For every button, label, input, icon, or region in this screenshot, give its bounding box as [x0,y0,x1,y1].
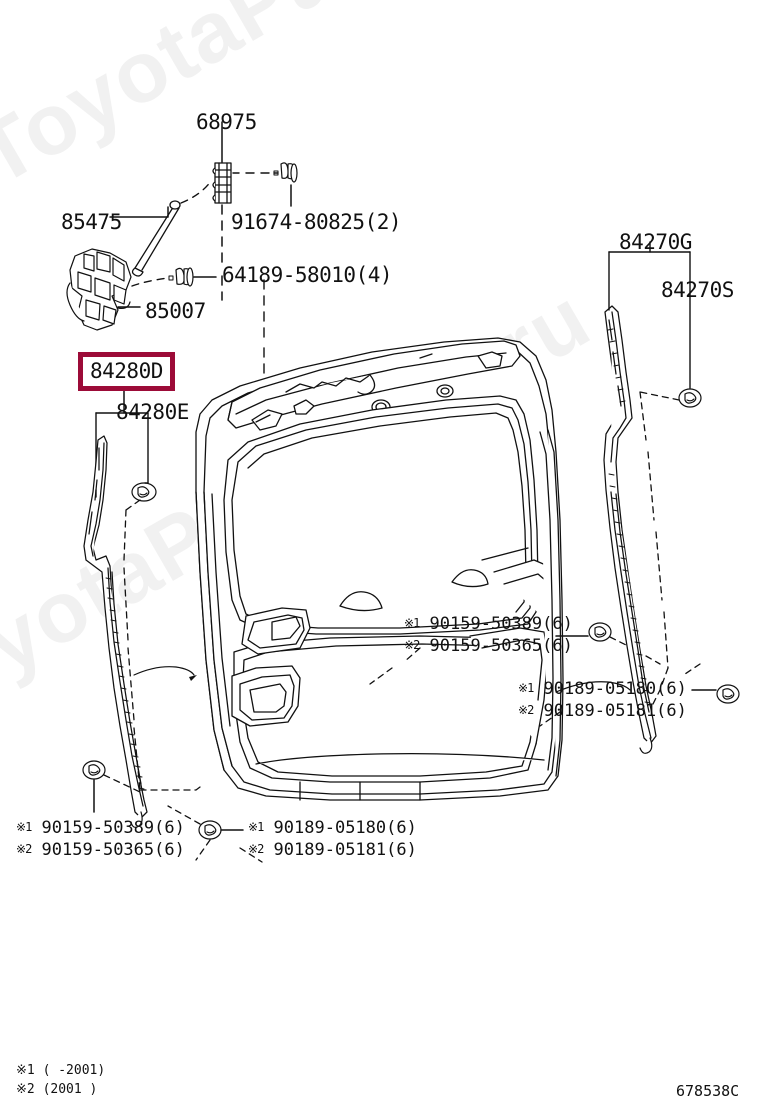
group-right-90189-line-2: ※2 90189-05181(6) [518,701,687,723]
group-center-90159-line-1: ※1 90159-50389(6) [404,614,573,636]
part-84270S-grommet [678,388,702,408]
legend-mark-2: ※2 [16,1081,35,1097]
legend-range: ( -2001) [42,1063,106,1078]
group-right-90189: ※1 90189-05180(6) ※2 90189-05181(6) [518,679,687,723]
dash-strut-to-hinge [180,180,212,204]
part-number: 90189-05180(6) [273,818,417,838]
part-84270-right-weatherstrip [603,305,657,754]
legend-mark-1: ※1 [16,1063,35,1078]
grommet-bottom-left [82,760,106,780]
label-84270G: 84270G [619,230,692,254]
part-84280E-grommet [131,482,157,502]
label-84280E: 84280E [116,400,189,424]
part-64189-bolt [168,267,194,287]
legend-range: (2001 ) [42,1081,98,1097]
label-85475: 85475 [61,210,122,234]
diagram-code: 678538C [676,1082,740,1100]
group-right-90189-line-1: ※1 90189-05180(6) [518,679,687,701]
part-68975-hinge [212,162,232,204]
dash-84270-run [639,391,669,669]
label-85007: 85007 [145,299,206,323]
grommet-bottom-center [198,820,222,840]
part-number: 90189-05180(6) [543,679,687,699]
grommet-right-90189 [716,684,740,704]
grommet-center-right [588,622,612,642]
mark-2: ※2 [16,841,32,856]
highlighted-part-84280D[interactable]: 84280D [78,352,175,391]
legend-footnotes: ※1 ( -2001) ※2 (2001 ) [16,1062,105,1100]
mark-1: ※1 [518,681,534,695]
mark-2: ※2 [248,841,264,856]
detail-right-clip [555,681,631,693]
part-number: 90159-50389(6) [429,614,573,634]
part-91674-bolt [273,162,298,183]
label-64189-58010: 64189-58010(4) [222,263,393,287]
part-back-door-panel [195,337,564,801]
group-bottomcenter-90189: ※1 90189-05180(6) ※2 90189-05181(6) [248,818,417,862]
label-84270S: 84270S [661,278,734,302]
leader-85475 [109,206,169,218]
mark-1: ※1 [248,820,264,834]
legend-line-1: ※1 ( -2001) [16,1062,105,1081]
part-number: 90159-50365(6) [41,839,185,860]
part-number: 90159-50365(6) [429,635,573,656]
mark-1: ※1 [16,820,32,834]
part-85007-lock [66,248,132,331]
group-bottomcenter-90189-line-2: ※2 90189-05181(6) [248,840,417,862]
part-number: 90189-05181(6) [543,700,687,721]
group-center-90159: ※1 90159-50389(6) ※2 90159-50365(6) [404,614,573,658]
mark-2: ※2 [404,637,420,652]
part-85475-stay [131,200,181,277]
label-68975: 68975 [196,110,257,134]
dash-84280-run [123,509,141,791]
detail-left-clip [133,666,195,676]
group-bottomleft-90159: ※1 90159-50389(6) ※2 90159-50365(6) [16,818,185,862]
label-91674-80825: 91674-80825(2) [231,210,402,234]
group-bottomleft-90159-line-1: ※1 90159-50389(6) [16,818,185,840]
legend-line-2: ※2 (2001 ) [16,1081,105,1100]
group-bottomcenter-90189-line-1: ※1 90189-05180(6) [248,818,417,840]
dash-lock-to-64189 [131,277,169,287]
group-center-90159-line-2: ※2 90159-50365(6) [404,636,573,658]
part-number: 90159-50389(6) [41,818,185,838]
group-bottomleft-90159-line-2: ※2 90159-50365(6) [16,840,185,862]
mark-1: ※1 [404,616,420,630]
part-number: 90189-05181(6) [273,839,417,860]
mark-2: ※2 [518,702,534,717]
